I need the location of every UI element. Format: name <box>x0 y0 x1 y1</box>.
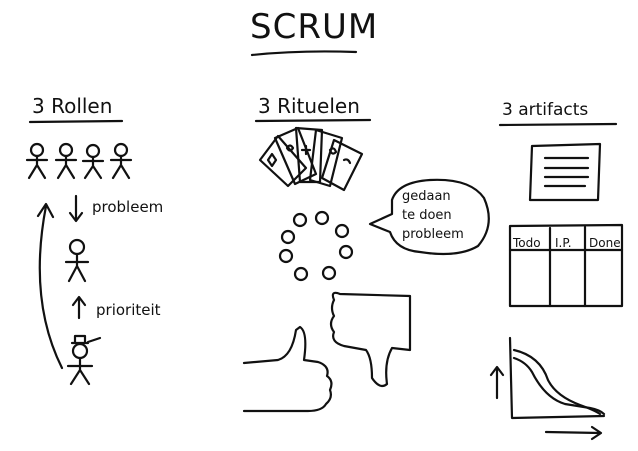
rituelen-heading: 3 Rituelen <box>258 94 360 118</box>
board-column-in-progress: I.P. <box>555 236 572 250</box>
title-underline <box>250 50 358 57</box>
board-column-todo: Todo <box>513 236 541 250</box>
horizontal-axis-arrow-icon <box>544 425 603 441</box>
rollen-heading: 3 Rollen <box>32 94 113 118</box>
burndown-chart-icon <box>508 336 606 420</box>
arrow-up-label: prioriteit <box>96 301 161 319</box>
board-column-done: Done <box>589 236 621 250</box>
arrow-down-icon <box>68 194 84 223</box>
scrum-board-icon <box>508 223 624 308</box>
feedback-arrow-icon <box>36 202 64 370</box>
rollen-underline <box>28 119 124 124</box>
speech-bubble <box>368 178 490 256</box>
artifacts-underline <box>498 122 618 127</box>
scrum-master-figure-icon <box>64 238 90 283</box>
artifacts-heading: 3 artifacts <box>502 100 589 120</box>
bubble-line-1: gedaan <box>402 189 451 204</box>
arrow-down-label: probleem <box>92 198 164 216</box>
team-figures-icon <box>25 142 133 180</box>
thumbs-down-icon <box>329 291 412 388</box>
bubble-line-3: probleem <box>402 227 464 242</box>
page-title: SCRUM <box>250 7 379 47</box>
rituelen-underline <box>254 118 372 123</box>
daily-standup-circle-icon <box>278 210 354 282</box>
product-owner-figure-icon <box>66 334 102 386</box>
vertical-axis-arrow-icon <box>489 365 505 400</box>
playing-cards-icon <box>258 126 364 192</box>
backlog-document-icon <box>528 142 602 202</box>
bubble-line-2: te doen <box>402 208 452 223</box>
arrow-up-icon <box>71 295 87 320</box>
thumbs-up-icon <box>242 325 333 413</box>
